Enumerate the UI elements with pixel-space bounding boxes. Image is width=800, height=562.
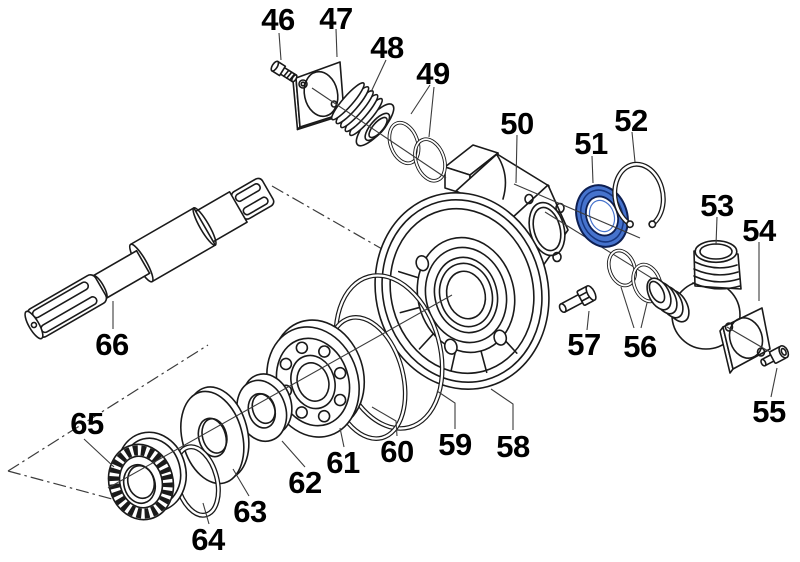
part-57-hex-bolt <box>558 284 597 314</box>
part-62-spacer-ring <box>236 373 293 443</box>
alignment-line-port <box>544 211 667 288</box>
callout-53: 53 <box>700 188 734 223</box>
axis-line-shaft <box>271 185 397 258</box>
part-55-socket-screw <box>760 344 790 367</box>
callout-47: 47 <box>319 1 352 36</box>
callout-62: 62 <box>288 465 321 500</box>
axis-centerlines <box>7 185 397 500</box>
leader-lines <box>83 28 778 525</box>
axis-line-left-upper <box>7 344 209 472</box>
callout-65: 65 <box>70 406 104 441</box>
alignment-line-stack <box>107 294 453 489</box>
callout-46: 46 <box>261 2 295 37</box>
part-63-shim-washer <box>180 386 250 485</box>
callout-52: 52 <box>614 103 647 138</box>
part-48-threaded-plug <box>330 82 395 147</box>
part-58-bearing-housing-cover <box>374 192 550 390</box>
callout-66: 66 <box>95 327 129 362</box>
alignment-line-seal <box>513 183 641 239</box>
callout-58: 58 <box>496 429 530 464</box>
alignment-line-top <box>311 87 447 179</box>
callout-48: 48 <box>370 30 404 65</box>
part-66-splined-shaft <box>24 177 275 340</box>
callout-59: 59 <box>438 427 472 462</box>
part-46-hex-bolt <box>270 60 298 83</box>
part-52-snap-ring <box>612 161 666 229</box>
part-49-o-ring-pair <box>387 120 447 183</box>
callout-63: 63 <box>233 494 267 529</box>
callout-60: 60 <box>380 434 413 469</box>
callout-49: 49 <box>416 56 450 91</box>
callout-50: 50 <box>500 106 533 141</box>
part-65-tapered-roller-bearing <box>107 431 187 521</box>
callout-64: 64 <box>191 522 226 557</box>
part-51-oil-seal-highlight <box>575 184 629 248</box>
callout-57: 57 <box>567 327 600 362</box>
axis-line-left-lower <box>7 470 113 500</box>
callout-labels: 46 47 48 49 50 51 52 53 54 55 56 57 58 5… <box>70 1 786 557</box>
callout-51: 51 <box>574 126 608 161</box>
part-56-o-ring-pair <box>606 248 663 304</box>
part-61-ball-bearing <box>266 319 366 438</box>
callout-56: 56 <box>623 329 657 364</box>
callout-61: 61 <box>326 445 360 480</box>
callout-54: 54 <box>742 213 777 248</box>
alignment-line-port-b <box>726 326 771 353</box>
callout-55: 55 <box>752 394 786 429</box>
